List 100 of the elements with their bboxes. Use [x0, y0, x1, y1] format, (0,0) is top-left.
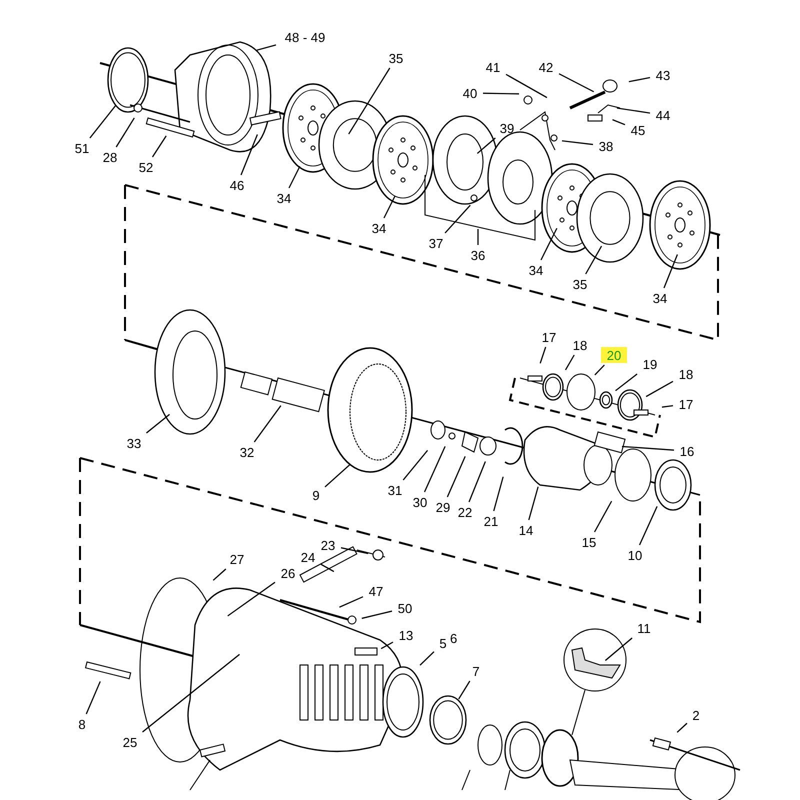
callout-number: 28 — [99, 149, 121, 165]
callout-number: 35 — [569, 276, 591, 292]
leader-line — [444, 204, 471, 234]
callout-number: 21 — [480, 513, 502, 529]
callout-number: 32 — [236, 444, 258, 460]
callout-number: 29 — [432, 499, 454, 515]
leader-line — [540, 228, 558, 260]
callout-number: 17 — [538, 329, 560, 345]
leader-line — [380, 642, 394, 650]
leader-line — [482, 92, 520, 94]
leader-line — [506, 74, 548, 98]
callout-number: 8 — [75, 716, 89, 732]
leader-line — [604, 638, 632, 661]
leader-line — [562, 140, 594, 146]
leader-line — [616, 107, 650, 114]
callout-number: 39 — [496, 120, 518, 136]
leader-line — [256, 44, 276, 51]
leader-line — [558, 73, 594, 92]
callout-number: 47 — [365, 583, 387, 599]
leader-line — [585, 246, 602, 274]
callout-number: 26 — [277, 565, 299, 581]
callout-number: 51 — [71, 140, 93, 156]
leader-line — [663, 254, 678, 288]
callout-number: 38 — [595, 138, 617, 154]
callout-number: 2 — [689, 707, 703, 723]
leader-line — [615, 374, 638, 392]
leader-line — [476, 138, 496, 154]
callout-number: 31 — [384, 482, 406, 498]
callout-number: 13 — [395, 627, 417, 643]
callout-number: 23 — [317, 537, 339, 553]
callout-number: 35 — [385, 50, 407, 66]
leader-line — [662, 405, 674, 408]
callout-number: 10 — [624, 547, 646, 563]
callout-number: 37 — [425, 235, 447, 251]
leader-line — [254, 405, 282, 442]
leader-line — [528, 486, 539, 520]
callout-number: 43 — [652, 67, 674, 83]
callout-number: 25 — [119, 734, 141, 750]
callout-number: 41 — [482, 59, 504, 75]
callout-number: 27 — [226, 551, 248, 567]
callout-number: 17 — [675, 396, 697, 412]
callout-number: 36 — [467, 247, 489, 263]
leader-line — [468, 461, 486, 502]
leader-line — [676, 722, 688, 733]
leader-line — [324, 464, 350, 488]
callout-number: 52 — [135, 159, 157, 175]
leader-line — [420, 651, 434, 666]
leader-line — [86, 681, 101, 714]
leader-line — [339, 596, 364, 608]
callout-number: 40 — [459, 85, 481, 101]
leader-line — [340, 547, 368, 554]
leader-line — [320, 564, 334, 572]
leader-line — [383, 196, 396, 218]
callout-number: 34 — [525, 262, 547, 278]
leader-line — [594, 364, 605, 376]
leader-line — [89, 105, 116, 138]
leader-line — [628, 76, 650, 82]
leader-line — [622, 446, 674, 451]
leader-line — [227, 582, 276, 616]
callout-number: 34 — [368, 220, 390, 236]
callout-number: 30 — [409, 494, 431, 510]
callout-number: 16 — [676, 443, 698, 459]
leader-line — [348, 68, 390, 134]
callout-number: 45 — [627, 122, 649, 138]
callout-number: 18 — [569, 337, 591, 353]
callout-number: 34 — [273, 190, 295, 206]
leader-line — [152, 136, 167, 158]
callout-number: 18 — [675, 366, 697, 382]
callout-number: 48 - 49 — [278, 29, 332, 45]
leader-line — [639, 506, 658, 546]
callout-number: 44 — [652, 107, 674, 123]
callout-number: 11 — [633, 620, 655, 636]
leader-line — [458, 680, 470, 700]
leader-line — [212, 568, 226, 581]
callout-number: 7 — [469, 663, 483, 679]
callout-number: 34 — [649, 290, 671, 306]
leader-line — [142, 654, 240, 732]
leader-line — [424, 446, 446, 492]
callout-number: 14 — [515, 522, 537, 538]
leader-line — [477, 229, 479, 245]
callout-number: 24 — [297, 549, 319, 565]
leader-line — [116, 118, 135, 148]
leader-line — [146, 414, 170, 434]
leader-line — [240, 134, 258, 176]
callout-number: 15 — [578, 534, 600, 550]
leader-line — [594, 500, 612, 532]
leader-line — [565, 354, 575, 370]
callout-number: 22 — [454, 504, 476, 520]
leader-line — [288, 166, 300, 188]
leader-line — [402, 450, 428, 480]
callout-number: 9 — [309, 487, 323, 503]
leader-line — [493, 476, 504, 512]
callout-number: 50 — [394, 600, 416, 616]
leader-line — [362, 610, 392, 619]
callout-number: 5 — [436, 635, 450, 651]
callout-number: 19 — [639, 356, 661, 372]
callout-number: 6 — [450, 632, 458, 645]
callout-number: 42 — [535, 59, 557, 75]
leader-line — [612, 119, 626, 126]
leader-line — [646, 380, 674, 398]
